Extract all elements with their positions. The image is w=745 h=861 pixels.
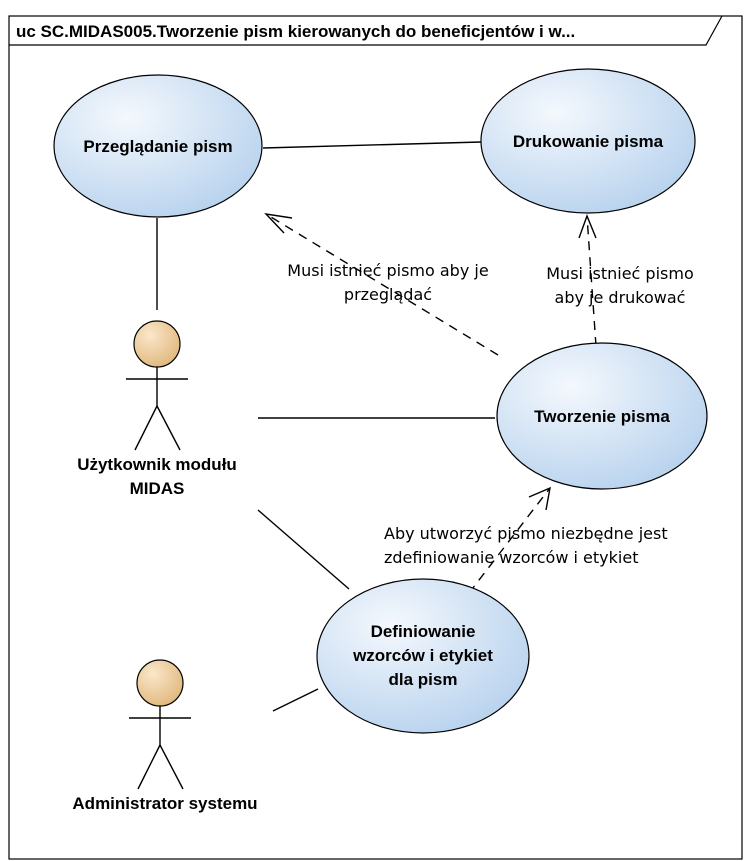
dependency-tworzenie-drukowanie (586, 215, 597, 347)
association-uzytkownik-definiowanie (257, 509, 350, 590)
dependency-label-drukowanie-line1: Musi istnieć pismo (546, 264, 694, 283)
use-case-przegladanie[interactable]: Przeglądanie pism (53, 74, 263, 218)
association-administrator-definiowanie (272, 688, 319, 712)
actor-uzytkownik[interactable]: Użytkownik modułu MIDAS (77, 320, 237, 498)
dependency-label-przegladanie-line2: przeglądać (344, 285, 432, 304)
dependency-label-tworzenie-line1: Aby utworzyć pismo niezbędne jest (384, 524, 668, 543)
frame-title-tab (9, 15, 723, 46)
actor-administrator-head-icon (136, 659, 184, 707)
use-case-drukowanie-label: Drukowanie pisma (513, 132, 664, 151)
use-case-definiowanie[interactable]: Definiowanie wzorców i etykiet dla pism (316, 578, 530, 734)
dependency-label-tworzenie-line2: zdefiniowanie wzorców i etykiet (384, 548, 638, 567)
dependency-label-drukowanie-line2: aby je drukować (555, 288, 686, 307)
dependency-tworzenie-przegladanie (265, 213, 499, 356)
use-case-definiowanie-label-line3: dla pism (389, 670, 458, 689)
actor-uzytkownik-label-line1: Użytkownik modułu (77, 455, 237, 474)
dependency-arrowhead-tworzenie (528, 486, 551, 511)
association-przegladanie-drukowanie (262, 141, 482, 149)
use-case-drukowanie[interactable]: Drukowanie pisma (480, 68, 696, 214)
actor-administrator[interactable]: Administrator systemu (72, 659, 258, 813)
use-case-tworzenie-label: Tworzenie pisma (534, 407, 670, 426)
dependency-arrowhead-przegladanie (264, 212, 293, 234)
dependency-definiowanie-tworzenie (468, 487, 551, 594)
use-case-tworzenie[interactable]: Tworzenie pisma (496, 342, 708, 490)
actor-uzytkownik-head-icon (133, 320, 181, 368)
frame-title: uc SC.MIDAS005.Tworzenie pism kierowanyc… (16, 22, 575, 41)
use-case-definiowanie-label-line1: Definiowanie (371, 622, 476, 641)
use-case-przegladanie-label: Przeglądanie pism (83, 137, 232, 156)
use-case-definiowanie-label-line2: wzorców i etykiet (352, 646, 493, 665)
actor-uzytkownik-label-line2: MIDAS (130, 479, 185, 498)
actor-administrator-label: Administrator systemu (72, 794, 257, 813)
dependency-label-przegladanie-line1: Musi istnieć pismo aby je (287, 261, 488, 280)
dependency-arrowhead-drukowanie (578, 214, 597, 239)
